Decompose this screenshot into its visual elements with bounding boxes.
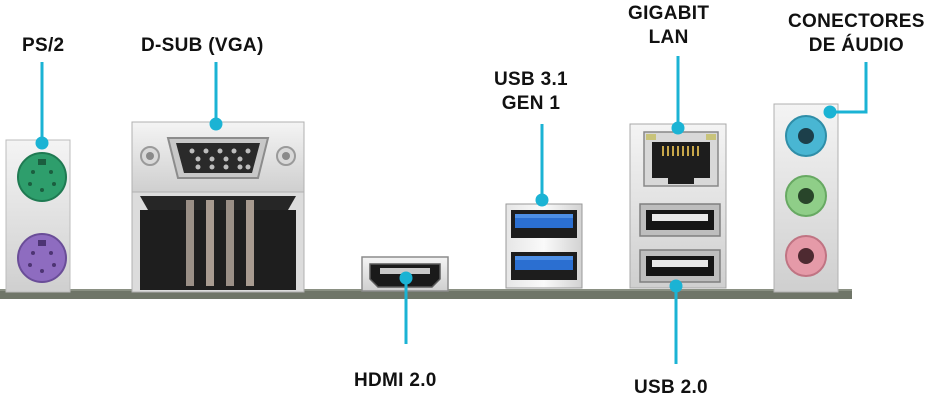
callout-lines	[35, 56, 868, 364]
label-usb31-line1: USB 3.1	[494, 69, 568, 90]
lan-led-right	[706, 134, 716, 140]
label-gigabit-line2: LAN	[648, 27, 689, 48]
label-ps2: PS/2	[22, 35, 65, 56]
ps2-port	[5, 139, 71, 293]
label-audio-line2: DE ÁUDIO	[808, 35, 905, 56]
label-hdmi: HDMI 2.0	[354, 370, 437, 391]
label-audio-line1: CONECTORES	[788, 11, 925, 32]
vga-port	[131, 121, 305, 293]
label-usb31-line2: GEN 1	[501, 93, 561, 114]
label-gigabit-line1: GIGABIT	[628, 3, 710, 24]
lan-usb20-block	[629, 123, 727, 289]
label-dsub-vga: D-SUB (VGA)	[141, 35, 264, 56]
label-usb31: USB 3.1 GEN 1	[494, 68, 568, 116]
ps2-mouse-port	[17, 233, 67, 283]
ps2-keyboard-port	[17, 152, 67, 202]
audio-jacks	[773, 103, 839, 293]
board-strip	[0, 289, 852, 299]
label-gigabit-lan: GIGABIT LAN	[628, 2, 709, 50]
label-audio: CONECTORES DE ÁUDIO	[788, 10, 925, 58]
usb31-ports	[505, 203, 583, 289]
label-usb20: USB 2.0	[634, 377, 708, 398]
callout-audio	[830, 62, 868, 114]
lan-led-left	[646, 134, 656, 140]
